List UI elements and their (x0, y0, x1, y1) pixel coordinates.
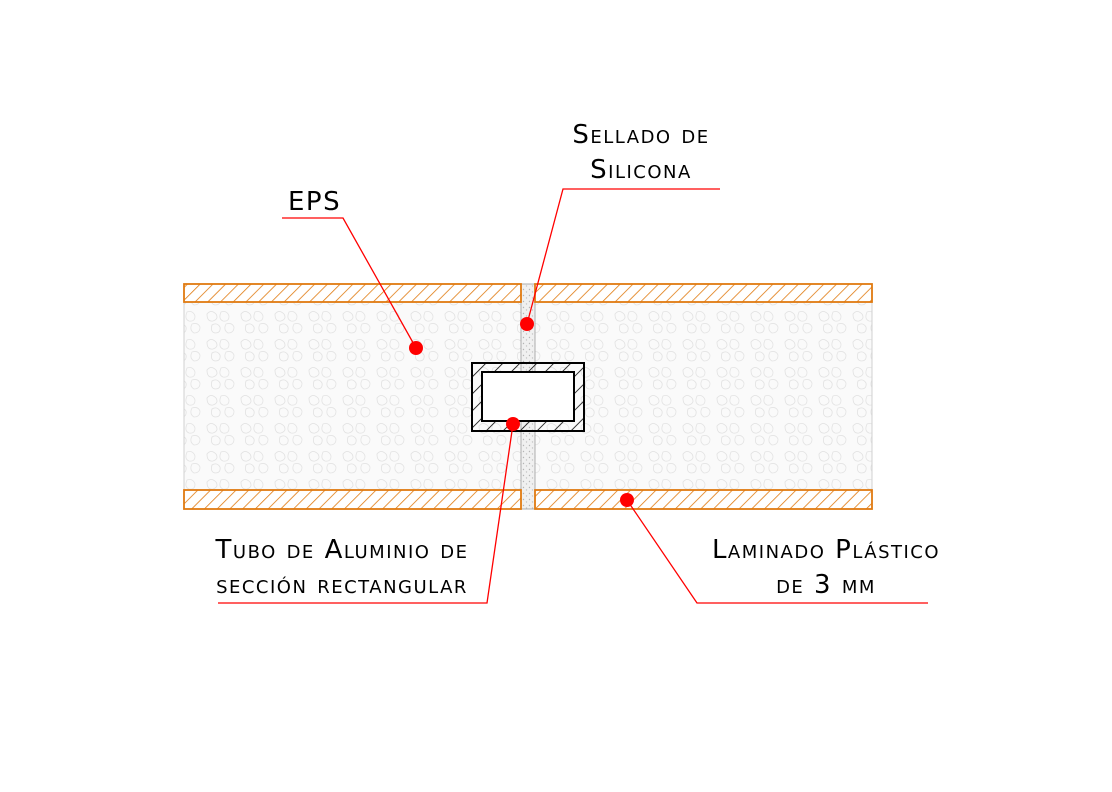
label-silicone-line1: Sellado de (572, 120, 709, 150)
laminate-bottom-right (534, 489, 873, 510)
leader-line-eps (282, 217, 417, 349)
laminate-top-left (183, 283, 522, 303)
label-laminate-line1: Laminado Plástico (712, 535, 940, 565)
eps-core-left (184, 302, 521, 490)
laminate-top-right (534, 283, 873, 303)
callout-dot-laminate (620, 493, 634, 507)
label-eps: EPS (288, 187, 341, 217)
leader-line-tube (218, 423, 514, 604)
label-silicone-line2: Silicona (590, 155, 692, 185)
callout-dot-tube (506, 417, 520, 431)
callout-dot-eps (409, 341, 423, 355)
label-tube-line1: Tubo de Aluminio de (215, 535, 469, 565)
laminate-bottom-left (183, 489, 522, 510)
leader-line-laminate (626, 499, 928, 604)
eps-core-right (535, 302, 872, 490)
callout-dot-silicone (520, 317, 534, 331)
label-laminate-line2: de 3 mm (776, 570, 876, 600)
label-tube-line2: sección rectangular (216, 570, 468, 600)
aluminium-rectangular-tube (471, 362, 585, 432)
leader-line-silicone (526, 188, 720, 325)
